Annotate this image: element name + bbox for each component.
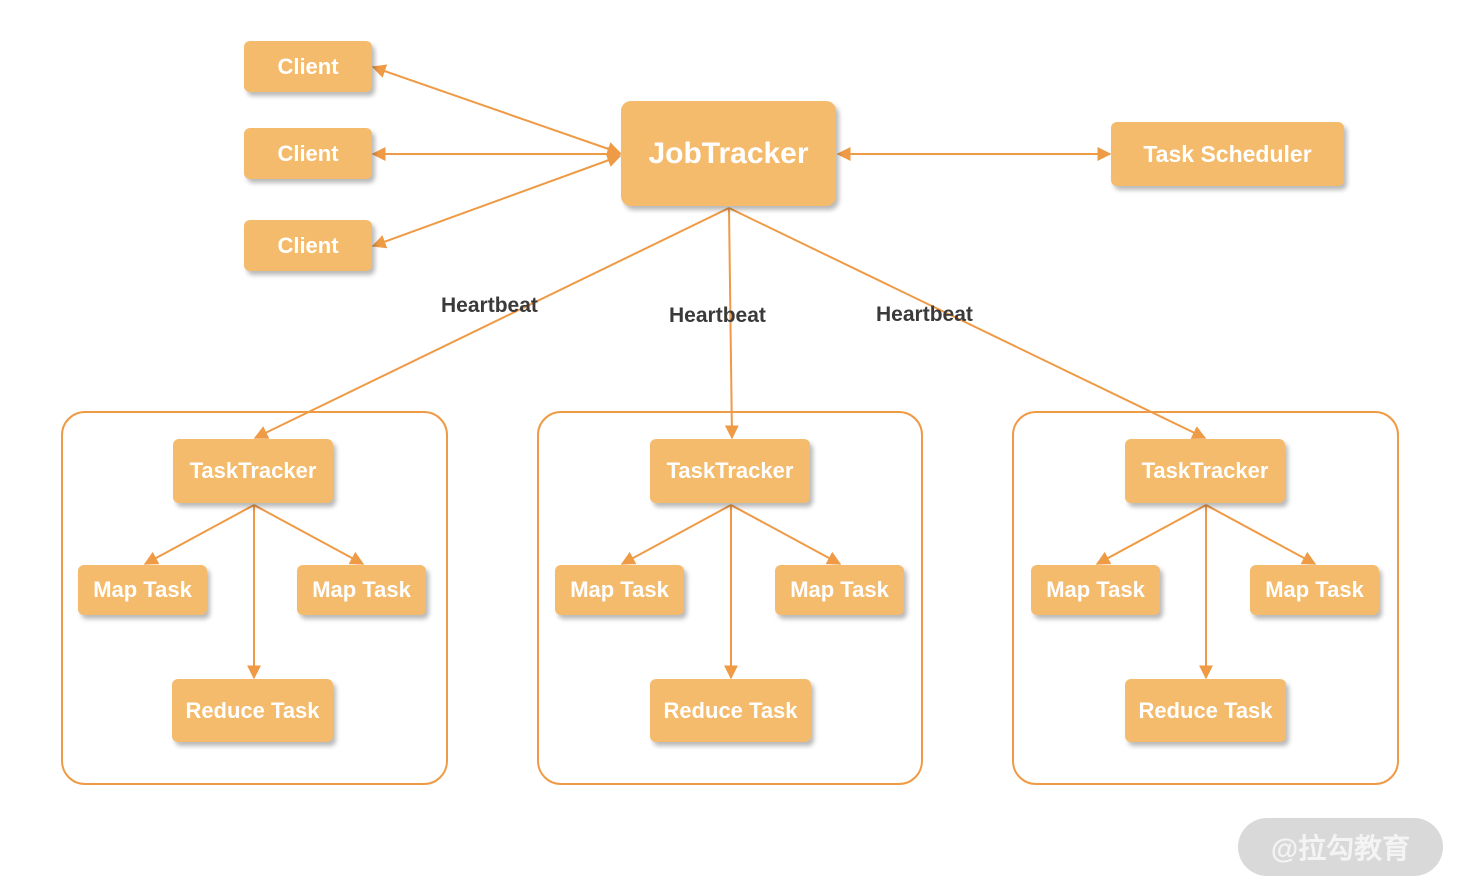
map-task-box-2b: Map Task bbox=[775, 565, 904, 615]
map-task-box-3a: Map Task bbox=[1031, 565, 1160, 615]
task-tracker-box-3: TaskTracker bbox=[1125, 439, 1285, 503]
heartbeat-label-1: Heartbeat bbox=[441, 294, 538, 317]
map-task-box-1b: Map Task bbox=[297, 565, 426, 615]
node-group-1 bbox=[61, 411, 448, 785]
client-box-2: Client bbox=[244, 128, 372, 179]
heartbeat-line-2 bbox=[724, 207, 739, 440]
client-3-link bbox=[371, 153, 622, 249]
client-box-3: Client bbox=[244, 220, 372, 271]
heartbeat-label-3: Heartbeat bbox=[876, 303, 973, 326]
client-box-1: Client bbox=[244, 41, 372, 92]
node-group-3 bbox=[1012, 411, 1399, 785]
client-1-link bbox=[371, 64, 622, 156]
node-3-map-link-left bbox=[1095, 504, 1207, 565]
reduce-task-box-1: Reduce Task bbox=[172, 679, 333, 742]
heartbeat-line-1 bbox=[253, 207, 730, 439]
node-3-map-link-right bbox=[1205, 504, 1317, 565]
task-scheduler-box: Task Scheduler bbox=[1111, 122, 1344, 186]
node-1-map-link-right bbox=[253, 504, 365, 565]
reduce-task-box-3: Reduce Task bbox=[1125, 679, 1286, 742]
watermark-badge: @拉勾教育 bbox=[1238, 818, 1443, 876]
heartbeat-label-2: Heartbeat bbox=[669, 304, 766, 327]
job-tracker-box: JobTracker bbox=[621, 101, 836, 206]
node-2-map-link-left bbox=[620, 504, 732, 565]
task-tracker-box-1: TaskTracker bbox=[173, 439, 333, 503]
map-task-box-1a: Map Task bbox=[78, 565, 207, 615]
node-group-2 bbox=[537, 411, 923, 785]
reduce-task-box-2: Reduce Task bbox=[650, 679, 811, 742]
map-task-box-3b: Map Task bbox=[1250, 565, 1379, 615]
heartbeat-line-3 bbox=[728, 207, 1207, 439]
map-task-box-2a: Map Task bbox=[555, 565, 684, 615]
node-2-map-link-right bbox=[730, 504, 842, 565]
task-tracker-box-2: TaskTracker bbox=[650, 439, 810, 503]
node-1-map-link-left bbox=[143, 504, 255, 565]
